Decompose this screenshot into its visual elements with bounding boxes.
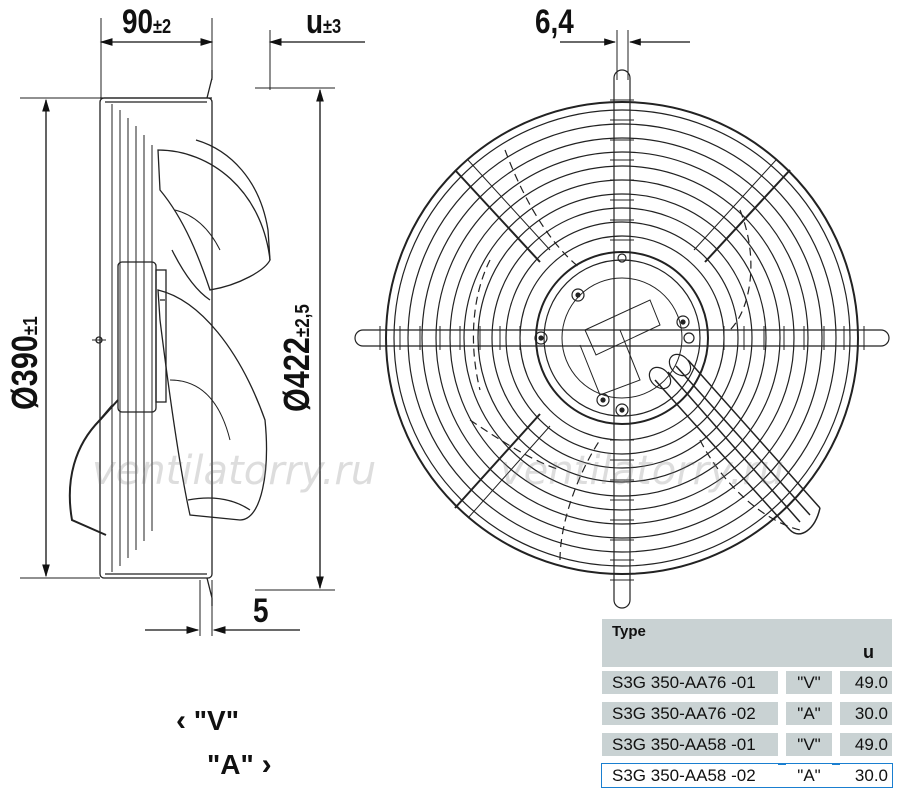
table-cell-u: 49.0 xyxy=(840,671,892,694)
table-cell-type: S3G 350-AA58 -02 xyxy=(602,764,778,787)
dimension-6-4-value: 6,4 xyxy=(535,3,574,41)
table-row-selected[interactable]: S3G 350-AA58 -02 "A" 30.0 xyxy=(601,763,893,788)
dimension-390-value: Ø390 xyxy=(4,335,45,410)
watermark-left: ventilatorry.ru xyxy=(92,448,377,494)
chevron-right-icon: › xyxy=(261,748,272,781)
table-cell-u: 30.0 xyxy=(840,764,892,787)
table-cell-type: S3G 350-AA76 -01 xyxy=(602,671,778,694)
dimension-6-4: 6,4 xyxy=(535,3,574,42)
dimension-390-tolerance: ±1 xyxy=(20,316,42,336)
dimension-5: 5 xyxy=(253,592,269,631)
type-table-header-type: Type xyxy=(612,623,646,640)
rotation-legend-a: "A" › xyxy=(207,748,272,782)
dimension-u: u±3 xyxy=(306,3,341,42)
table-cell-u: 30.0 xyxy=(840,702,892,725)
table-cell-type: S3G 350-AA58 -01 xyxy=(602,733,778,756)
dimension-422: Ø422±2,5 xyxy=(276,304,318,412)
table-cell-mode: "A" xyxy=(786,764,832,787)
table-row[interactable]: S3G 350-AA76 -01 "V" 49.0 xyxy=(602,671,892,698)
type-table-header: Type u xyxy=(602,619,892,667)
rotation-legend-v-label: "V" xyxy=(193,705,240,736)
side-view xyxy=(20,18,365,636)
type-table: Type u S3G 350-AA76 -01 "V" 49.0 S3G 350… xyxy=(601,619,893,788)
dimension-5-value: 5 xyxy=(253,592,269,630)
table-row[interactable]: S3G 350-AA76 -02 "A" 30.0 xyxy=(602,702,892,729)
dimension-422-tolerance: ±2,5 xyxy=(292,304,314,338)
dimension-u-tolerance: ±3 xyxy=(323,16,342,38)
table-cell-mode: "V" xyxy=(786,733,832,756)
front-view xyxy=(354,30,890,609)
dimension-390: Ø390±1 xyxy=(4,316,46,410)
table-cell-u: 49.0 xyxy=(840,733,892,756)
dimension-90-tolerance: ±2 xyxy=(153,16,172,38)
rotation-legend-a-label: "A" xyxy=(207,749,254,780)
dimension-90-value: 90 xyxy=(122,3,154,41)
table-cell-mode: "V" xyxy=(786,671,832,694)
dimension-422-value: Ø422 xyxy=(276,337,317,412)
table-cell-type: S3G 350-AA76 -02 xyxy=(602,702,778,725)
dimension-90: 90±2 xyxy=(122,3,171,42)
table-row[interactable]: S3G 350-AA58 -01 "V" 49.0 xyxy=(602,733,892,760)
watermark-right: ventilatorry.ru xyxy=(500,448,785,494)
dimension-u-value: u xyxy=(306,3,324,41)
chevron-left-icon: ‹ xyxy=(176,704,186,737)
table-cell-mode: "A" xyxy=(786,702,832,725)
type-table-header-u: u xyxy=(863,642,874,662)
rotation-legend-v: ‹ "V" xyxy=(176,704,239,738)
